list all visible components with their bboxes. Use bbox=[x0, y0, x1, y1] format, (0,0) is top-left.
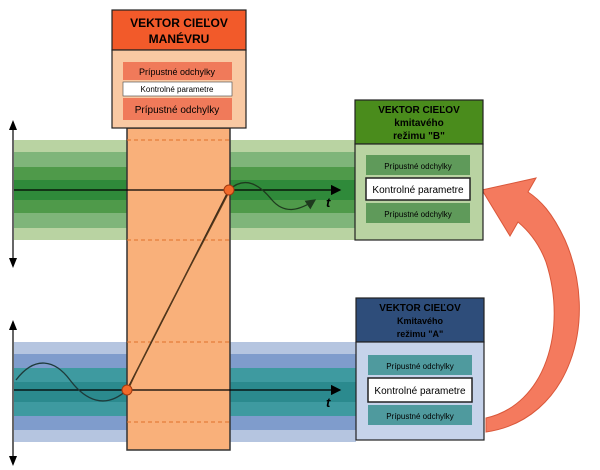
mode-a-exit-point bbox=[121, 384, 133, 396]
mode-a-target-vector-box: VEKTOR CIEĽOV Kmitavého režimu "A" Prípu… bbox=[355, 297, 485, 441]
maneuver-control-params: Kontrolné parametre bbox=[141, 85, 214, 94]
oscillation-mode-b-curve bbox=[228, 181, 317, 211]
mode-b-control-params: Kontrolné parametre bbox=[372, 185, 464, 196]
mode-b-title-line2: kmitavého bbox=[394, 118, 443, 129]
maneuver-title-line1: VEKTOR CIEĽOV bbox=[130, 16, 228, 30]
maneuver-transition-line-2 bbox=[128, 191, 230, 389]
oscillation-mode-a-curve bbox=[15, 362, 128, 402]
mode-b-title-line1: VEKTOR CIEĽOV bbox=[378, 105, 460, 116]
lower-vertical-axis bbox=[9, 320, 17, 466]
maneuver-tolerance-bottom: Prípustné odchylky bbox=[135, 105, 220, 116]
maneuver-target-vector-box: VEKTOR CIEĽOV MANÉVRU Prípustné odchylky… bbox=[111, 9, 247, 129]
mode-b-target-vector-box: VEKTOR CIEĽOV kmitavého režimu "B" Prípu… bbox=[354, 99, 484, 241]
mode-b-entry-point bbox=[223, 184, 235, 196]
mode-b-title-line3: režimu "B" bbox=[393, 131, 445, 142]
lower-time-axis-label: t bbox=[326, 395, 331, 410]
mode-a-title-line3: režimu "A" bbox=[397, 329, 444, 339]
upper-time-axis-label: t bbox=[326, 195, 331, 210]
mode-transition-arrow bbox=[481, 177, 580, 433]
lower-time-axis: t bbox=[14, 384, 342, 410]
mode-b-tolerance-bottom: Prípustné odchylky bbox=[384, 210, 452, 219]
maneuver-tolerance-top: Prípustné odchylky bbox=[139, 67, 216, 77]
mode-a-control-params: Kontrolné parametre bbox=[374, 386, 466, 397]
upper-time-axis: t bbox=[14, 184, 342, 210]
mode-b-tolerance-top: Prípustné odchylky bbox=[384, 162, 452, 171]
mode-a-title-line1: VEKTOR CIEĽOV bbox=[379, 303, 461, 314]
mode-a-title-line2: Kmitavého bbox=[397, 316, 444, 326]
mode-a-tolerance-top: Prípustné odchylky bbox=[386, 362, 454, 371]
mode-a-tolerance-bottom: Prípustné odchylky bbox=[386, 412, 454, 421]
upper-vertical-axis bbox=[9, 120, 17, 268]
maneuver-title-line2: MANÉVRU bbox=[149, 31, 210, 46]
